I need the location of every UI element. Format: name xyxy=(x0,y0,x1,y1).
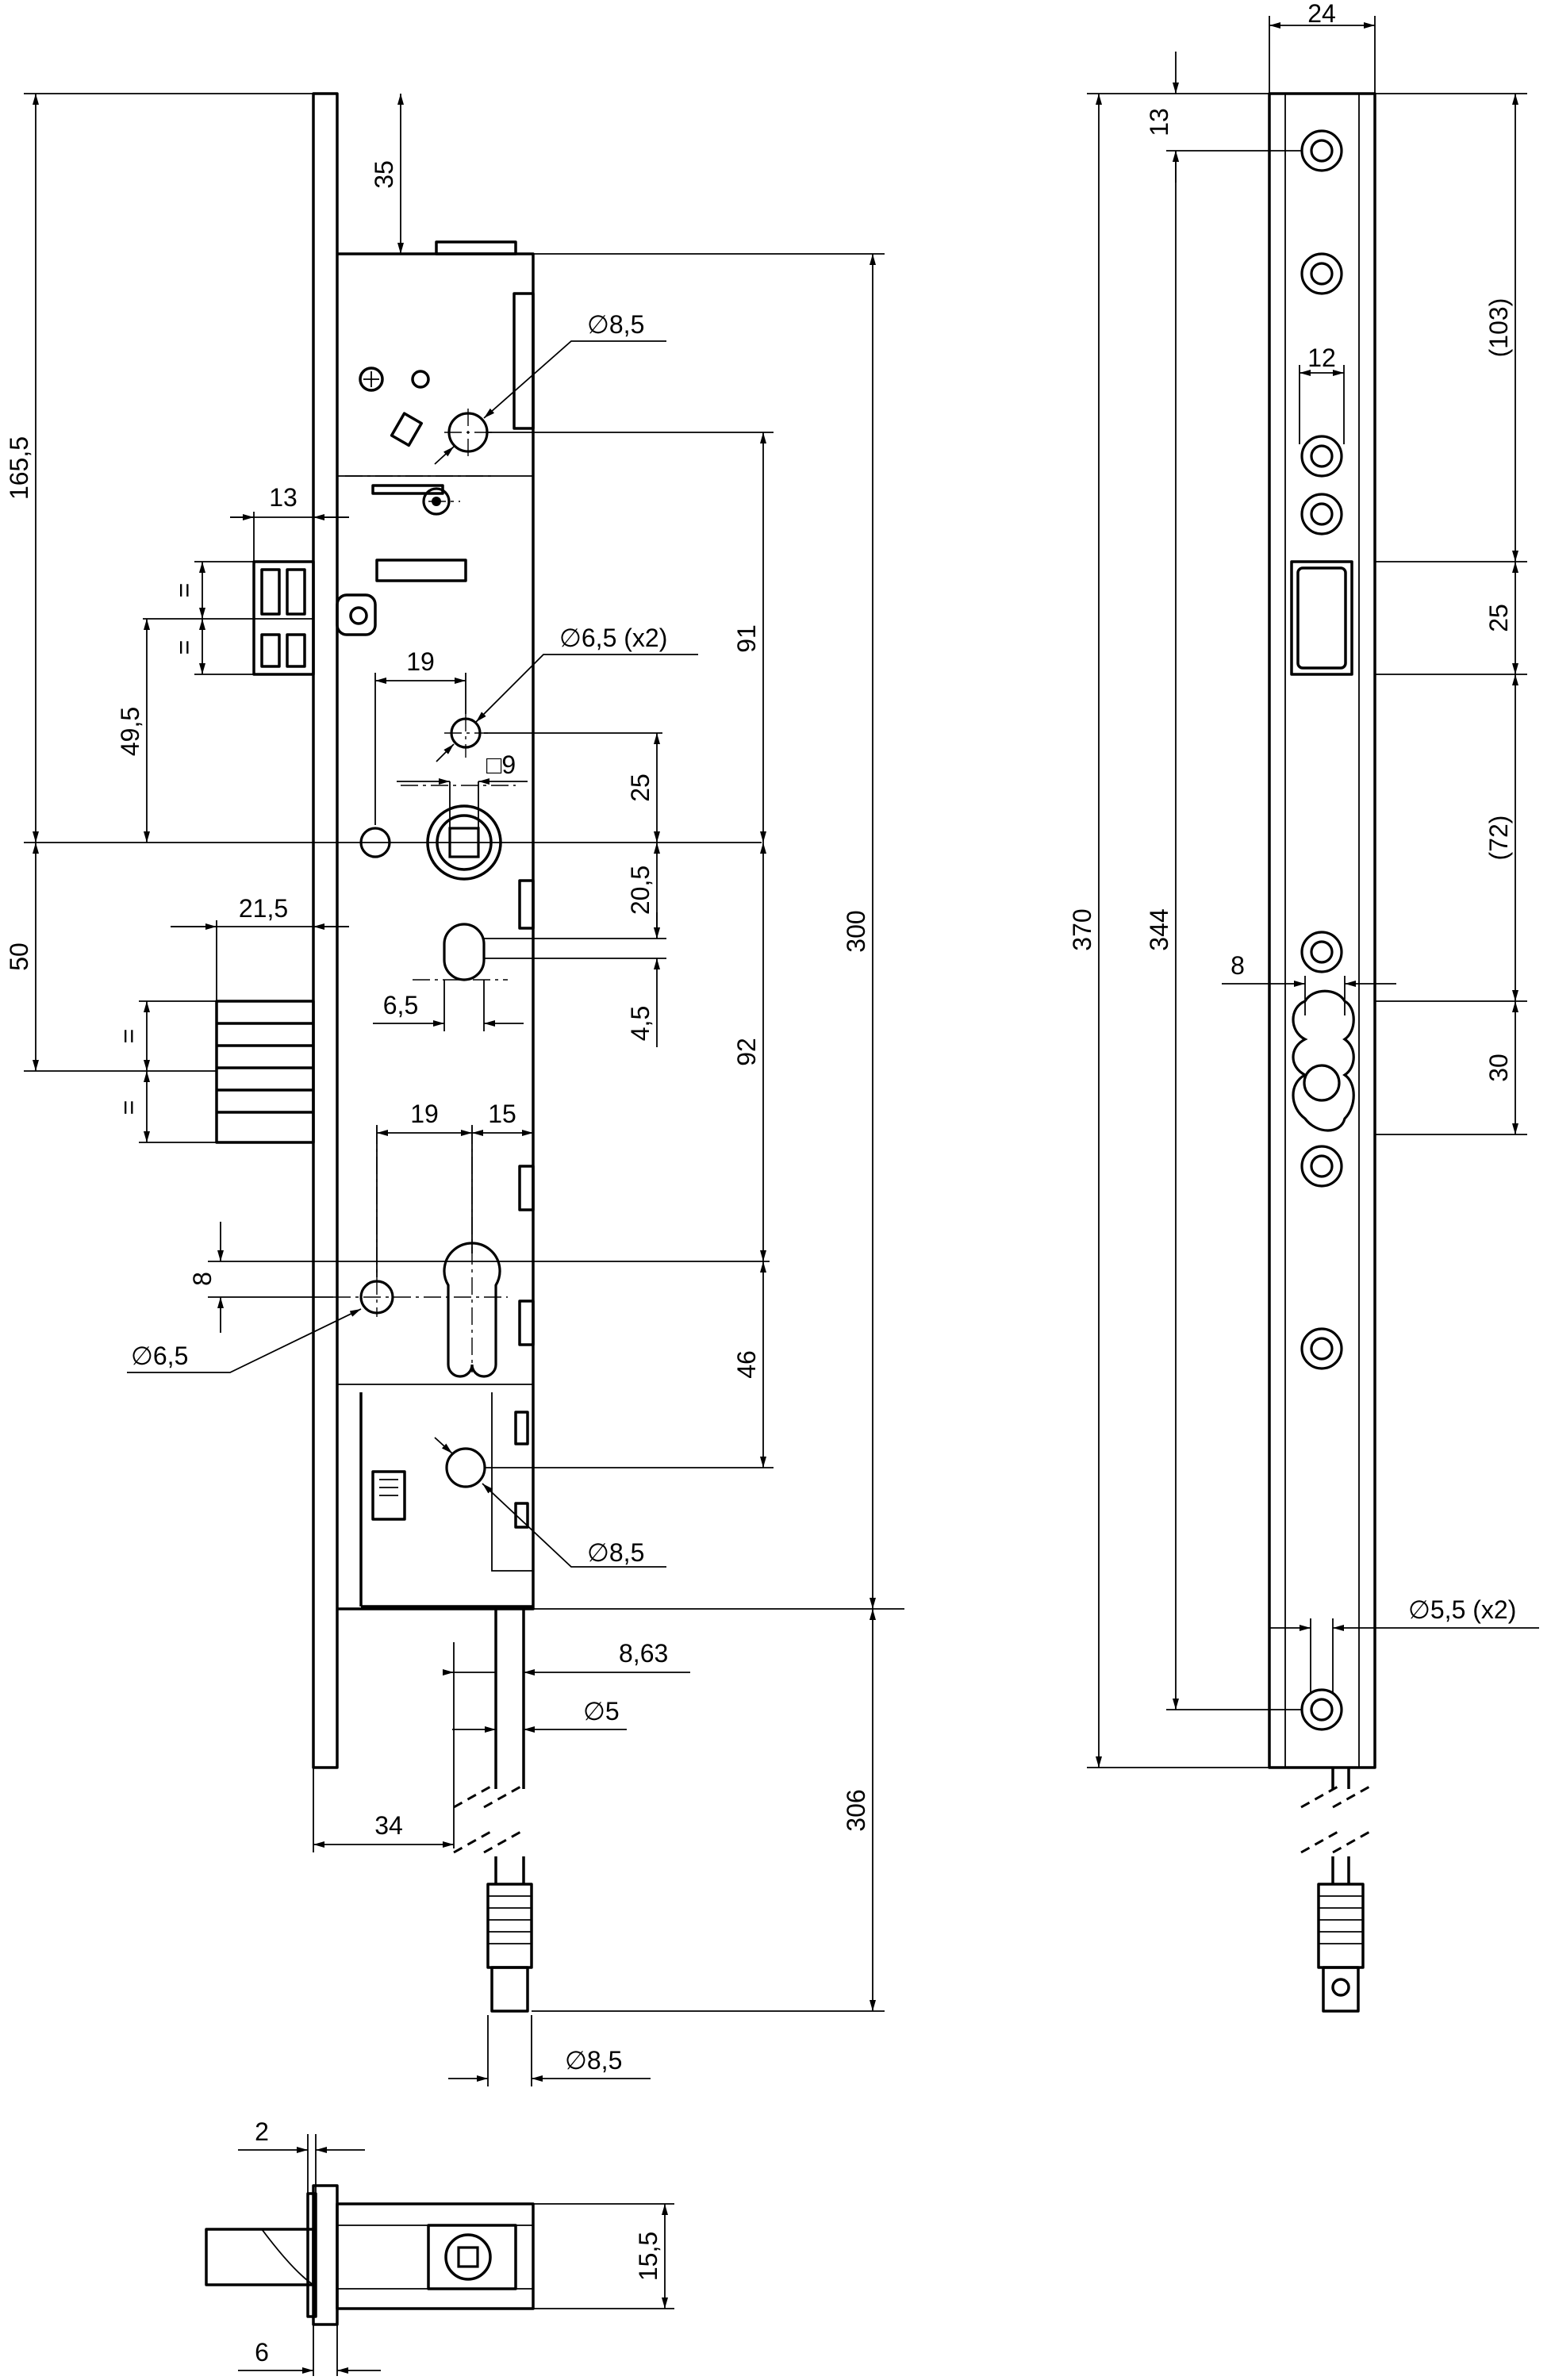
dim-20-5: 20,5 xyxy=(626,866,655,915)
dim-370: 370 xyxy=(1068,908,1096,950)
front-view: 165,5 35 13 = = 49,5 50 = = xyxy=(5,92,904,2086)
dia-5: ∅5 xyxy=(583,1697,620,1726)
dim-19-top: 19 xyxy=(406,647,435,676)
lock-case xyxy=(337,252,535,1610)
dead-bolt xyxy=(215,1000,315,1144)
dim-24: 24 xyxy=(1307,0,1336,28)
bottom-view: 2 6 15,5 xyxy=(205,2117,674,2376)
dim-13-left: 13 xyxy=(269,483,298,512)
eq-a: = xyxy=(170,583,198,598)
dim-21-5: 21,5 xyxy=(239,894,288,923)
cable xyxy=(453,1609,525,1884)
dim-165-5: 165,5 xyxy=(5,436,33,500)
screw-hole-icon xyxy=(445,1447,486,1488)
dim-8-right: 8 xyxy=(1230,951,1245,980)
dim-49-5: 49,5 xyxy=(116,707,144,756)
dia-6-5: ∅6,5 xyxy=(131,1342,188,1370)
side-view: 24 370 13 344 (103) 12 25 (72) xyxy=(1068,0,1539,2013)
eq-c: = xyxy=(114,1029,143,1044)
dim-91: 91 xyxy=(732,624,761,653)
cable-break-icon xyxy=(1300,1768,1373,1884)
connector-plug-icon xyxy=(1317,1883,1365,2013)
dim-6-bottom: 6 xyxy=(255,2338,269,2367)
cross-screw-icon xyxy=(359,367,384,392)
dim-8-63: 8,63 xyxy=(619,1639,668,1668)
dim-344: 344 xyxy=(1145,908,1173,950)
screw-hole-icon xyxy=(1300,129,1343,1731)
connector-plug-icon xyxy=(486,1883,533,2013)
dim-92: 92 xyxy=(732,1038,761,1066)
dim-6-5: 6,5 xyxy=(383,991,418,1019)
dim-4-5: 4,5 xyxy=(626,1006,655,1041)
dim-2: 2 xyxy=(255,2117,269,2146)
dim-46: 46 xyxy=(732,1350,761,1379)
dim-8-left: 8 xyxy=(188,1272,217,1286)
dim-15-5: 15,5 xyxy=(634,2232,662,2281)
dim-34: 34 xyxy=(374,1811,403,1840)
dia-8-5-bot: ∅8,5 xyxy=(565,2046,622,2075)
dim-25-right: 25 xyxy=(1484,604,1513,632)
dim-103: (103) xyxy=(1484,298,1513,358)
dim-30: 30 xyxy=(1484,1054,1513,1082)
dim-15: 15 xyxy=(488,1100,516,1128)
dia-8-5-mid: ∅8,5 xyxy=(587,1538,644,1567)
dim-35: 35 xyxy=(370,160,398,189)
dim-72: (72) xyxy=(1484,816,1513,861)
dim-13-right: 13 xyxy=(1145,108,1173,136)
dim-square-9: □9 xyxy=(486,750,516,779)
dia-6-5-x2: ∅6,5 (x2) xyxy=(559,624,667,652)
dim-50: 50 xyxy=(5,942,33,971)
dim-300: 300 xyxy=(842,910,870,952)
eq-b: = xyxy=(170,640,198,655)
eq-d: = xyxy=(114,1100,143,1115)
dim-25-spindle: 25 xyxy=(626,774,655,802)
faceplate xyxy=(312,92,339,1769)
dim-19-mid: 19 xyxy=(410,1100,439,1128)
dia-8-5-top: ∅8,5 xyxy=(587,310,644,339)
dia-5-5-x2: ∅5,5 (x2) xyxy=(1408,1595,1516,1624)
latch-bolt xyxy=(252,560,377,676)
faceplate-side xyxy=(1268,92,1376,1769)
dim-306: 306 xyxy=(842,1789,870,1831)
dim-12: 12 xyxy=(1307,344,1336,372)
